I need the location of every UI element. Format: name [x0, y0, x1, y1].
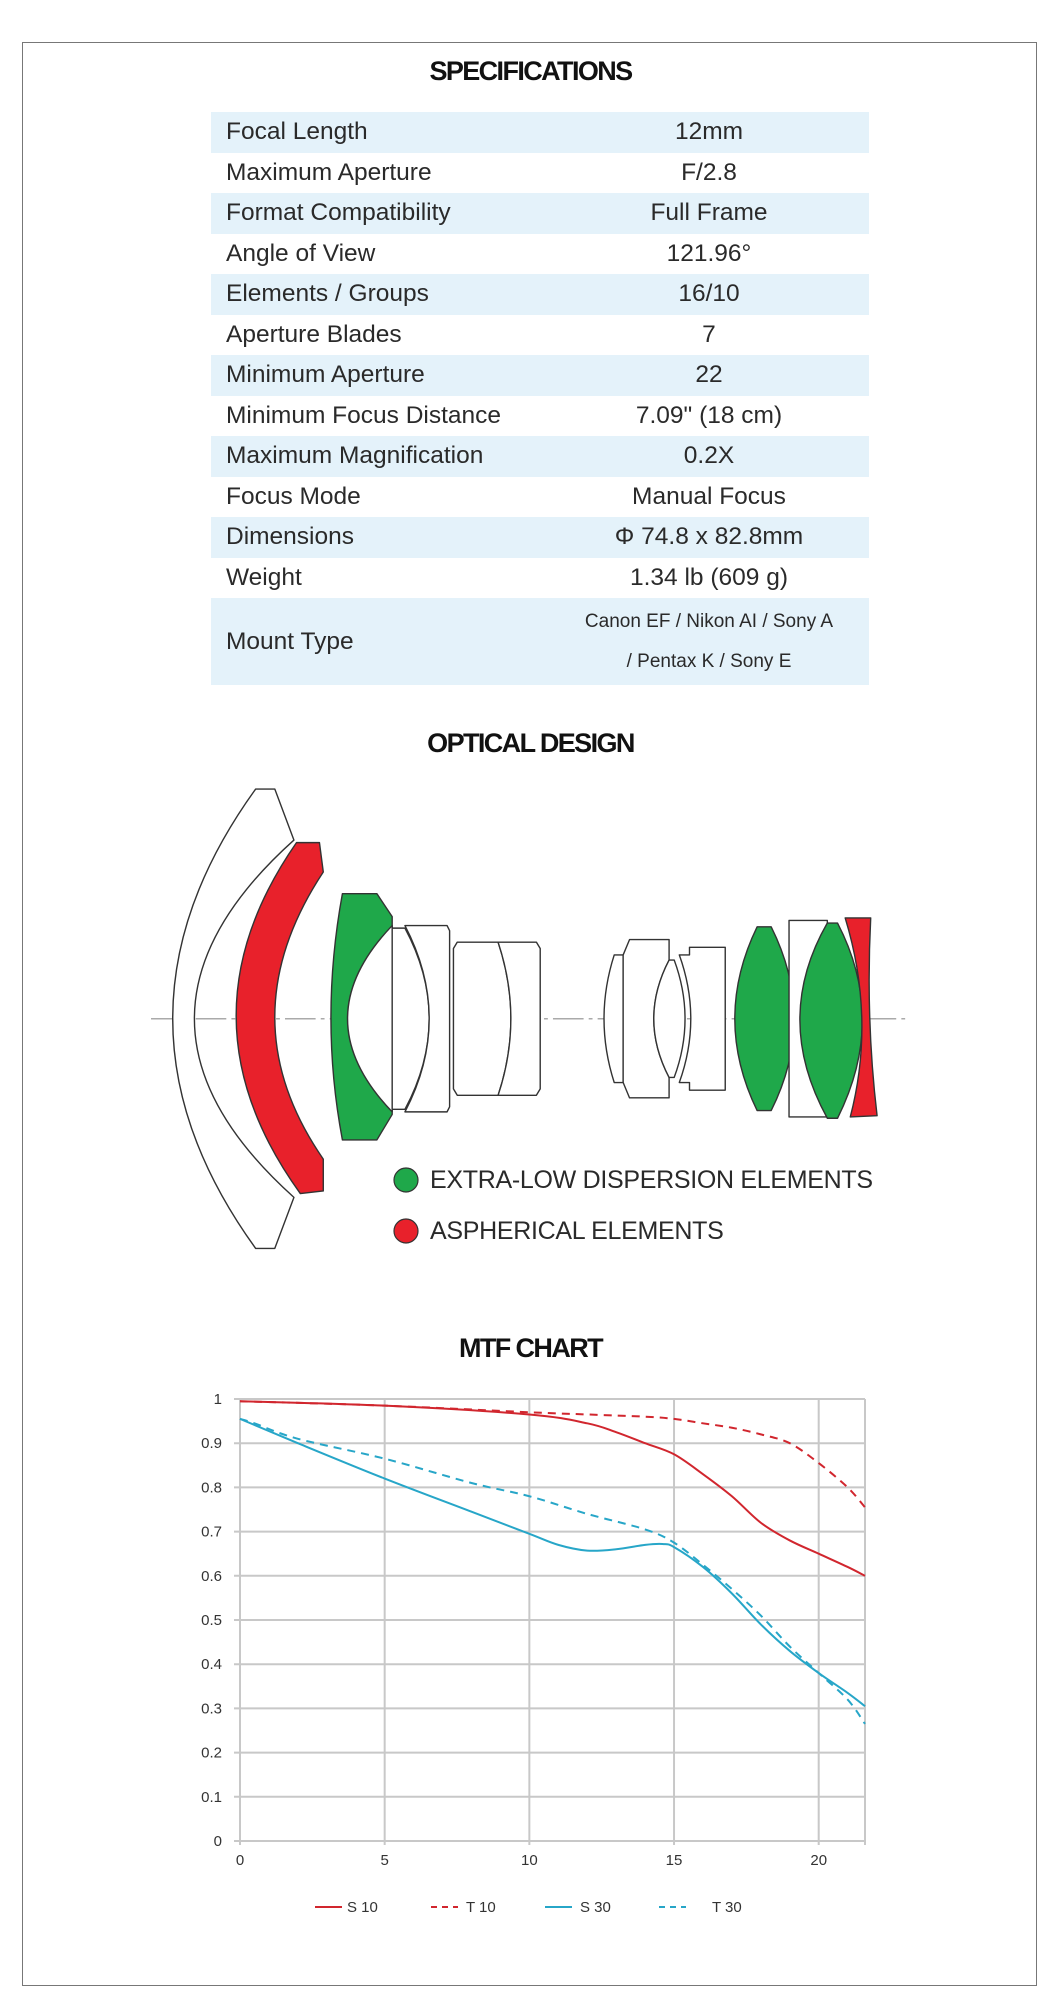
mount-line-2: / Pentax K / Sony E — [626, 650, 792, 672]
lens-element-9 — [653, 959, 686, 1079]
x-tick-label: 0 — [236, 1852, 244, 1869]
spec-label: Mount Type — [211, 598, 549, 685]
specifications-title: SPECIFICATIONS — [429, 56, 633, 86]
spec-label: Focal Length — [211, 112, 549, 153]
lens-element-10 — [678, 946, 726, 1091]
legend-aspherical-label: ASPHERICAL ELEMENTS — [430, 1217, 724, 1245]
y-tick-label: 1 — [214, 1391, 222, 1408]
legend-label: T 30 — [712, 1899, 742, 1916]
spec-label: Weight — [226, 563, 302, 591]
spec-label: Dimensions — [211, 517, 549, 558]
legend-label: S 30 — [580, 1899, 611, 1916]
lens-element-1 — [172, 788, 295, 1250]
y-tick-label: 0.3 — [201, 1700, 222, 1717]
y-tick-label: 0.5 — [201, 1612, 222, 1629]
spec-value: 1.34 lb (609 g) — [630, 563, 788, 591]
y-tick-label: 0.2 — [201, 1745, 222, 1762]
spec-row-mount-type: Mount Type Canon EF / Nikon AI / Sony A / … — [211, 598, 869, 685]
spec-value: 7 — [702, 320, 716, 348]
spec-row: Aperture Blades 7 — [211, 315, 869, 356]
spec-label: Aperture Blades — [226, 320, 402, 348]
spec-value: 7.09" (18 cm) — [635, 401, 783, 429]
spec-value: 22 — [549, 355, 869, 396]
series-line-s30 — [239, 1417, 866, 1707]
spec-value: 16/10 — [549, 274, 869, 315]
legend-label: S 10 — [347, 1899, 378, 1916]
series-line-t30 — [239, 1417, 866, 1725]
series-line-t10 — [239, 1400, 866, 1508]
legend-ed-label: EXTRA-LOW DISPERSION ELEMENTS — [430, 1166, 873, 1194]
y-tick-label: 0.9 — [201, 1435, 222, 1452]
y-tick-label: 0.8 — [201, 1479, 222, 1496]
spec-label: Angle of View — [226, 239, 376, 267]
spec-label: Minimum Focus Distance — [226, 401, 502, 429]
spec-value: Canon EF / Nikon AI / Sony A / Pentax K /… — [549, 598, 869, 685]
spec-row: Focus Mode Manual Focus — [211, 477, 869, 518]
spec-value: Full Frame — [549, 193, 869, 234]
legend-aspherical-dot — [393, 1218, 419, 1244]
spec-label: Focus Mode — [226, 482, 361, 510]
lens-element-aspherical-1 — [235, 841, 324, 1195]
mount-line-1: Canon EF / Nikon AI / Sony A — [584, 610, 834, 632]
lens-element-ed-3 — [799, 922, 864, 1119]
optical-design-title: OPTICAL DESIGN — [427, 728, 635, 758]
x-tick-label: 20 — [810, 1852, 827, 1869]
mtf-chart-title: MTF CHART — [458, 1333, 604, 1363]
lens-element-6 — [497, 941, 541, 1096]
x-tick-label: 5 — [381, 1852, 389, 1869]
legend-label: T 10 — [466, 1899, 496, 1916]
y-tick-label: 0.4 — [201, 1656, 222, 1673]
optical-design-diagram — [151, 788, 909, 1250]
spec-value: 0.2X — [549, 436, 869, 477]
spec-row: Maximum Aperture F/2.8 — [211, 153, 869, 194]
y-tick-label: 0.7 — [201, 1524, 222, 1541]
spec-label: Minimum Aperture — [211, 355, 549, 396]
spec-label: Maximum Aperture — [226, 158, 432, 186]
spec-value: 12mm — [549, 112, 869, 153]
spec-value: F/2.8 — [681, 158, 737, 186]
spec-value: Φ 74.8 x 82.8mm — [549, 517, 869, 558]
spec-value: Manual Focus — [632, 482, 786, 510]
spec-row: Minimum Focus Distance 7.09" (18 cm) — [211, 396, 869, 437]
lens-element-7 — [603, 954, 624, 1084]
spec-row: Angle of View 121.96° — [211, 234, 869, 275]
series-line-s10 — [239, 1400, 866, 1577]
y-tick-label: 0.1 — [201, 1789, 222, 1806]
lens-element-aspherical-2 — [844, 917, 878, 1118]
x-tick-label: 15 — [666, 1852, 683, 1869]
y-tick-label: 0.6 — [201, 1568, 222, 1585]
spec-label: Format Compatibility — [211, 193, 549, 234]
spec-value: 121.96° — [666, 239, 752, 267]
y-tick-label: 0 — [214, 1833, 222, 1850]
x-tick-label: 10 — [521, 1852, 538, 1869]
lens-element-4 — [404, 924, 451, 1113]
page-frame — [22, 42, 1037, 1986]
spec-row: Weight 1.34 lb (609 g) — [211, 558, 869, 599]
spec-label: Maximum Magnification — [211, 436, 549, 477]
spec-label: Elements / Groups — [211, 274, 549, 315]
legend-ed-dot — [393, 1167, 419, 1193]
